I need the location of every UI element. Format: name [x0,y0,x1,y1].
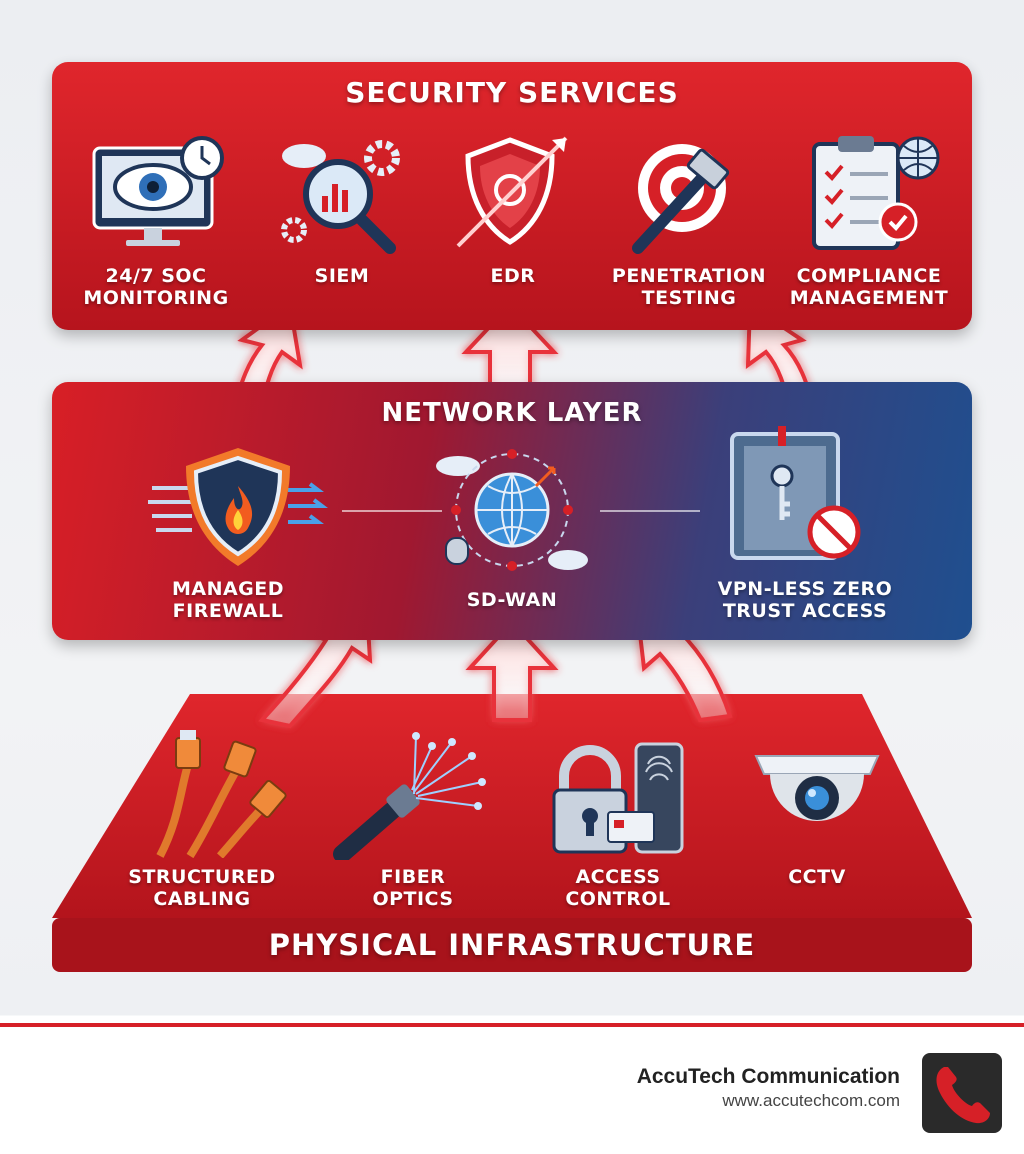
security-item-edr-label: EDR [443,265,583,287]
shield-arrow-icon [448,130,578,254]
ethernet-cables-icon [140,728,290,858]
fiber-optic-icon [332,726,492,860]
security-item-siem-label: SIEM [272,265,412,287]
security-item-compliance-label: COMPLIANCE MANAGEMENT [778,265,960,309]
door-key-no-vpn-icon [722,420,872,570]
company-logo [922,1053,1002,1133]
target-hammer-icon [620,132,750,256]
footer: AccuTech Communication www.accutechcom.c… [0,1027,1024,1154]
security-title: SECURITY SERVICES [52,76,972,109]
security-item-soc-label: 24/7 SOC MONITORING [66,265,246,309]
physical-title: PHYSICAL INFRASTRUCTURE [0,928,1024,962]
dome-camera-icon [750,738,884,848]
phone-handset-icon [922,1053,1002,1133]
brand-block: AccuTech Communication www.accutechcom.c… [637,1065,900,1111]
physical-item-fiber-label: FIBER OPTICS [348,866,478,910]
monitor-eye-clock-icon [90,136,230,256]
magnifier-chart-gears-icon [272,134,412,258]
network-connector-right [600,510,700,512]
physical-item-access-label: ACCESS CONTROL [548,866,688,910]
padlock-card-fingerprint-icon [548,738,688,858]
physical-item-cctv-label: CCTV [750,866,884,888]
network-connector-left [342,510,442,512]
security-item-pentest-label: PENETRATION TESTING [594,265,784,309]
shield-fire-icon [148,440,328,574]
network-item-ztna-label: VPN-LESS ZERO TRUST ACCESS [690,578,920,622]
globe-network-icon [432,444,592,584]
clipboard-badge-globe-icon [806,130,946,254]
company-name: AccuTech Communication [637,1065,900,1089]
network-item-sdwan-label: SD-WAN [432,589,592,611]
physical-item-cabling-label: STRUCTURED CABLING [112,866,292,910]
network-item-firewall-label: MANAGED FIREWALL [138,578,318,622]
company-url[interactable]: www.accutechcom.com [637,1091,900,1111]
